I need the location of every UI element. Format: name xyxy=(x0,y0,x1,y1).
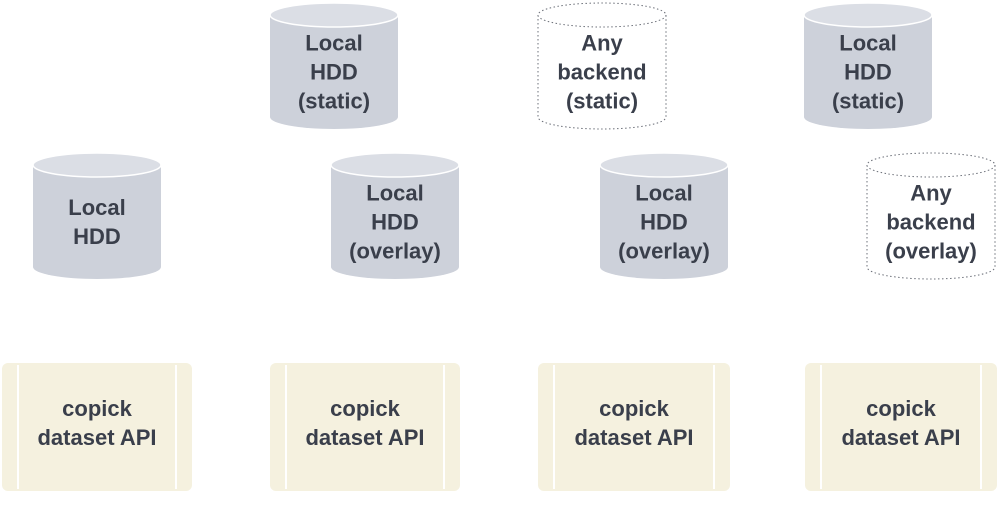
node-label-line: copick xyxy=(866,396,936,421)
node-label-line: Any xyxy=(581,31,623,56)
api-box-api-col2: copick dataset API xyxy=(270,363,460,491)
node-label-line: Local xyxy=(635,181,692,206)
api-box-background xyxy=(538,363,730,491)
api-box-api-col1: copick dataset API xyxy=(2,363,192,491)
cylinder-body xyxy=(804,15,932,129)
node-label-line: copick xyxy=(599,396,669,421)
node-label-line: (overlay) xyxy=(885,239,977,264)
cylinder-body xyxy=(537,15,667,130)
api-box-background xyxy=(270,363,460,491)
node-label-line: (static) xyxy=(832,89,904,114)
node-label-line: HDD xyxy=(371,210,419,235)
cylinder-top xyxy=(599,152,729,178)
node-label-line: backend xyxy=(557,60,646,85)
api-box-api-col4: copick dataset API xyxy=(805,363,997,491)
node-label-line: Any xyxy=(910,181,952,206)
cylinder-top xyxy=(32,152,162,178)
api-box-background xyxy=(805,363,997,491)
cylinder-top xyxy=(537,2,667,28)
node-label-line: Local xyxy=(366,181,423,206)
node-label-line: HDD xyxy=(73,224,121,249)
node-label-line: dataset API xyxy=(574,425,693,450)
cylinder-top xyxy=(330,152,460,178)
node-label-line: (overlay) xyxy=(618,239,710,264)
node-label-line: HDD xyxy=(640,210,688,235)
cylinder-body xyxy=(866,165,996,280)
node-label-line: (overlay) xyxy=(349,239,441,264)
node-label-line: dataset API xyxy=(841,425,960,450)
node-label-line: HDD xyxy=(844,60,892,85)
node-label-line: Local xyxy=(305,31,362,56)
api-box-api-col3: copick dataset API xyxy=(538,363,730,491)
node-label-line: dataset API xyxy=(305,425,424,450)
node-label-line: Local xyxy=(68,195,125,220)
cylinder-top xyxy=(866,152,996,178)
api-box-background xyxy=(2,363,192,491)
cylinder-body xyxy=(33,165,161,279)
node-label-line: copick xyxy=(330,396,400,421)
node-label-line: HDD xyxy=(310,60,358,85)
cylinder-body xyxy=(600,165,728,279)
node-label-line: (static) xyxy=(566,89,638,114)
cylinder-body xyxy=(270,15,398,129)
node-label-line: backend xyxy=(886,210,975,235)
node-label-line: copick xyxy=(62,396,132,421)
node-label-line: (static) xyxy=(298,89,370,114)
node-label-line: dataset API xyxy=(37,425,156,450)
storage-cylinder-any-backend-static-col3: Any backend (static) xyxy=(537,2,667,130)
cylinder-top xyxy=(269,2,399,28)
node-label-line: Local xyxy=(839,31,896,56)
cylinder-top xyxy=(803,2,933,28)
cylinder-body xyxy=(331,165,459,279)
storage-cylinder-any-backend-overlay-col4: Any backend (overlay) xyxy=(866,152,996,280)
